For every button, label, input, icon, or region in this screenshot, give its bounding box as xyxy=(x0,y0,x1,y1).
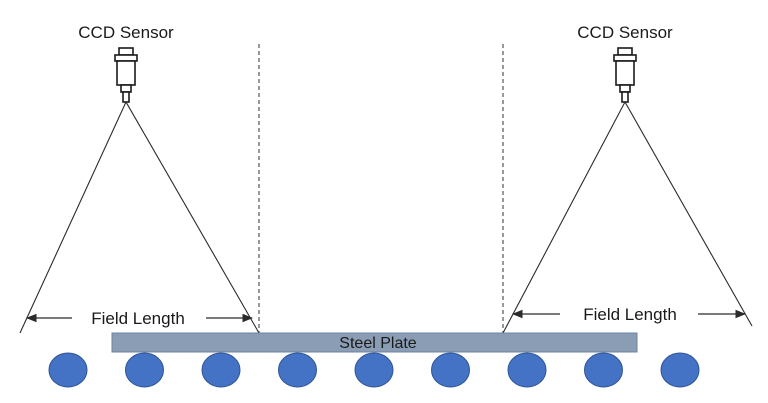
left-ccd-sensor: CCD Sensor xyxy=(19,23,260,334)
right-camera-icon xyxy=(613,47,637,103)
steel-plate-label: Steel Plate xyxy=(339,335,416,352)
roller xyxy=(278,352,317,388)
right-field-length: Field Length xyxy=(511,305,747,324)
steel-plate: Steel Plate xyxy=(111,332,638,353)
roller xyxy=(48,352,88,388)
rollers xyxy=(48,352,700,388)
left-field-label: Field Length xyxy=(91,309,185,328)
right-view-line-inner xyxy=(502,101,626,334)
right-field-label: Field Length xyxy=(583,305,677,324)
roller xyxy=(201,352,241,388)
steel-plate-bar xyxy=(111,332,638,353)
roller xyxy=(431,352,470,388)
left-camera-icon xyxy=(114,47,138,103)
left-field-length: Field Length xyxy=(25,309,254,328)
roller xyxy=(354,352,394,388)
left-sensor-label: CCD Sensor xyxy=(78,23,174,42)
right-sensor-label: CCD Sensor xyxy=(577,23,673,42)
roller xyxy=(125,352,164,388)
right-view-line-outer xyxy=(624,101,753,327)
roller xyxy=(660,352,700,388)
left-view-line-inner xyxy=(125,101,260,334)
roller xyxy=(584,352,623,388)
right-ccd-sensor: CCD Sensor xyxy=(502,23,753,334)
roller xyxy=(507,352,547,388)
left-view-line-outer xyxy=(19,101,127,334)
